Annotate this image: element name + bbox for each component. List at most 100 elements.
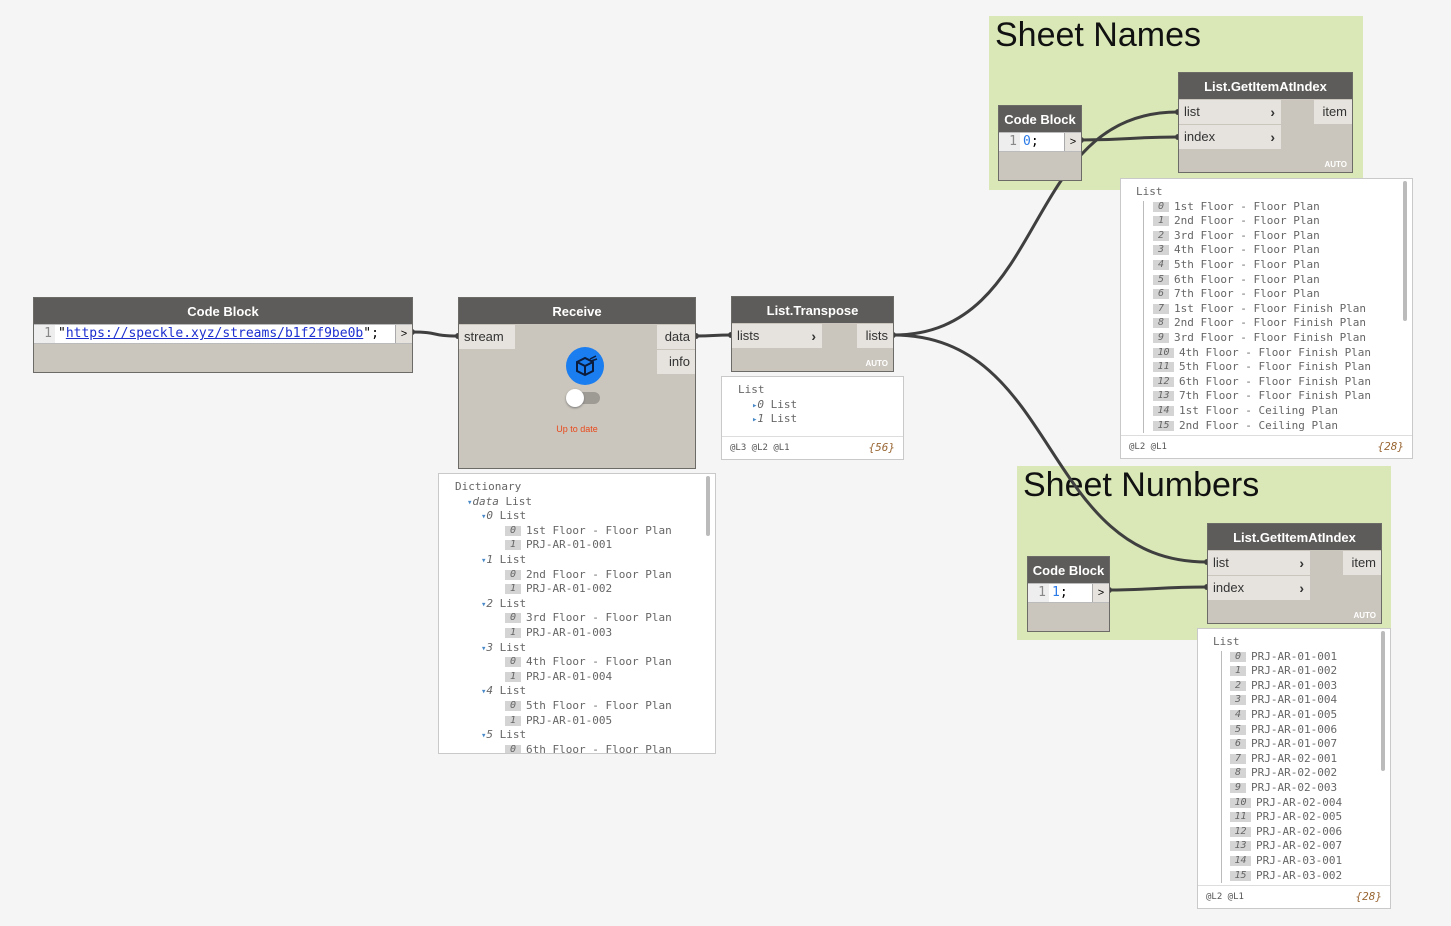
preview-scrollbar[interactable] bbox=[1403, 181, 1407, 321]
input-port-stream[interactable]: stream bbox=[459, 325, 515, 349]
input-port-list[interactable]: list› bbox=[1179, 100, 1281, 124]
output-port-data[interactable]: data bbox=[657, 325, 695, 349]
collapse-triangle-icon[interactable]: ▾ bbox=[481, 512, 487, 523]
output-port-lists[interactable]: lists bbox=[857, 324, 893, 348]
preview-scrollbar[interactable] bbox=[1381, 631, 1385, 771]
output-port[interactable]: > bbox=[1064, 133, 1081, 151]
code-text[interactable]: 0; bbox=[1020, 134, 1039, 149]
preview-scrollbar[interactable] bbox=[706, 476, 710, 536]
list-item[interactable]: ▸0 List bbox=[738, 398, 797, 413]
speckle-receive-icon[interactable] bbox=[566, 347, 604, 385]
input-port-list[interactable]: list› bbox=[1208, 551, 1310, 575]
list-item[interactable]: ▾2 List bbox=[455, 597, 672, 612]
get-item-at-index-numbers-node[interactable]: List.GetItemAtIndex list› index› item AU… bbox=[1207, 523, 1382, 624]
code-block-url-node[interactable]: Code Block 1"https://speckle.xyz/streams… bbox=[33, 297, 413, 373]
input-port-index[interactable]: index› bbox=[1179, 125, 1281, 149]
input-port-index[interactable]: index› bbox=[1208, 576, 1310, 600]
group-title[interactable]: Sheet Numbers bbox=[1023, 466, 1260, 504]
group-title[interactable]: Sheet Names bbox=[995, 16, 1201, 54]
collapse-triangle-icon[interactable]: ▾ bbox=[481, 555, 487, 566]
code-text[interactable]: 1; bbox=[1049, 585, 1068, 600]
expand-triangle-icon[interactable]: ▸ bbox=[752, 415, 758, 426]
input-port-lists[interactable]: lists› bbox=[732, 324, 822, 348]
output-port-item[interactable]: item bbox=[1314, 100, 1352, 124]
lacing-auto-label[interactable]: AUTO bbox=[865, 359, 888, 368]
lacing-auto-label[interactable]: AUTO bbox=[1353, 611, 1376, 620]
list-levels[interactable]: @L2 @L1 bbox=[1129, 442, 1167, 452]
output-port[interactable]: > bbox=[395, 325, 412, 343]
output-port-info[interactable]: info bbox=[657, 350, 695, 374]
lacing-auto-label[interactable]: AUTO bbox=[1324, 160, 1347, 169]
collapse-triangle-icon[interactable]: ▾ bbox=[481, 643, 487, 654]
output-port-item[interactable]: item bbox=[1343, 551, 1381, 575]
collapse-triangle-icon[interactable]: ▾ bbox=[481, 731, 487, 742]
collapse-triangle-icon[interactable]: ▾ bbox=[481, 687, 487, 698]
auto-receive-toggle[interactable] bbox=[566, 389, 600, 407]
expand-triangle-icon[interactable]: ▸ bbox=[752, 400, 758, 411]
receive-node[interactable]: Receive stream data info Up to date bbox=[458, 297, 696, 469]
list-item[interactable]: ▾3 List bbox=[455, 641, 672, 656]
get-item-at-index-names-node[interactable]: List.GetItemAtIndex list› index› item AU… bbox=[1178, 72, 1353, 173]
dictionary-key[interactable]: ▾data List bbox=[455, 495, 672, 510]
list-transpose-node[interactable]: List.Transpose lists› lists AUTO bbox=[731, 296, 894, 372]
stream-url-link[interactable]: https://speckle.xyz/streams/b1f2f9be0b bbox=[65, 326, 364, 341]
list-levels[interactable]: @L3 @L2 @L1 bbox=[730, 443, 790, 453]
transpose-preview[interactable]: List ▸0 List ▸1 List @L3 @L2 @L1 {56} bbox=[721, 376, 904, 460]
collapse-triangle-icon[interactable]: ▾ bbox=[481, 599, 487, 610]
list-item[interactable]: ▸1 List bbox=[738, 412, 797, 427]
code-text[interactable]: "https://speckle.xyz/streams/b1f2f9be0b"… bbox=[55, 326, 379, 341]
output-port[interactable]: > bbox=[1092, 584, 1109, 602]
list-item[interactable]: ▾1 List bbox=[455, 553, 672, 568]
list-item[interactable]: ▾4 List bbox=[455, 684, 672, 699]
code-line[interactable]: 1"https://speckle.xyz/streams/b1f2f9be0b… bbox=[34, 324, 412, 344]
